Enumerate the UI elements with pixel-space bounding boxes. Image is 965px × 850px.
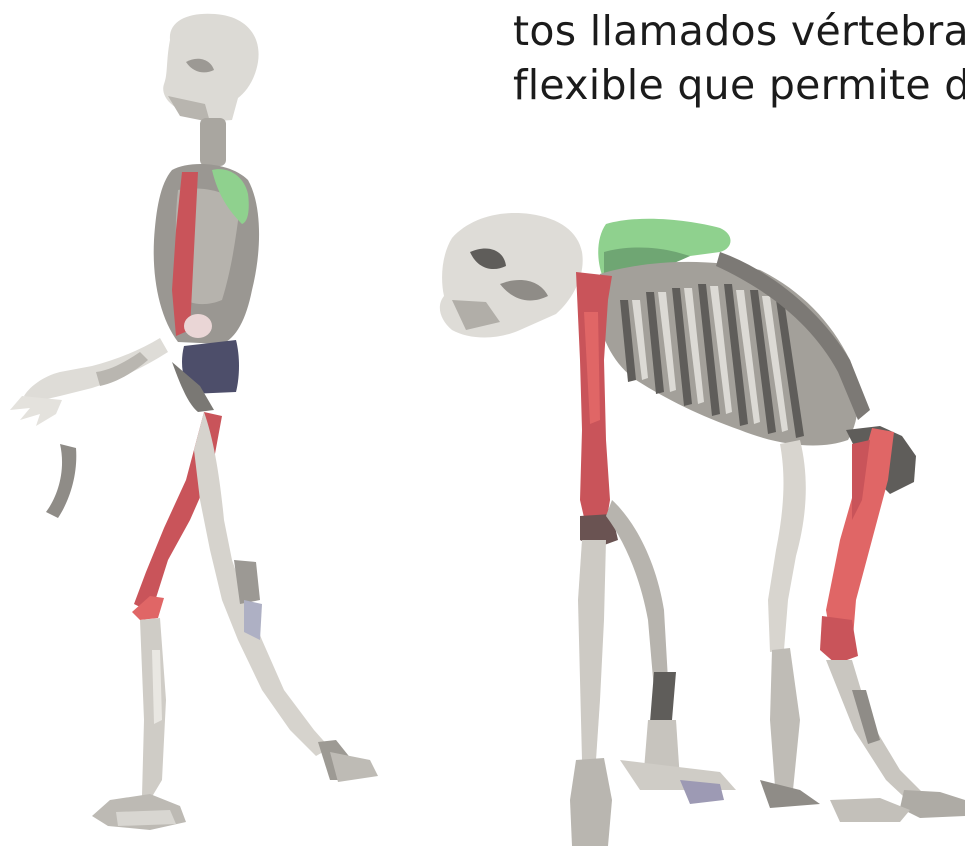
human-skeleton (10, 14, 378, 830)
human-arm (24, 338, 168, 402)
ape-skeleton (440, 213, 965, 846)
